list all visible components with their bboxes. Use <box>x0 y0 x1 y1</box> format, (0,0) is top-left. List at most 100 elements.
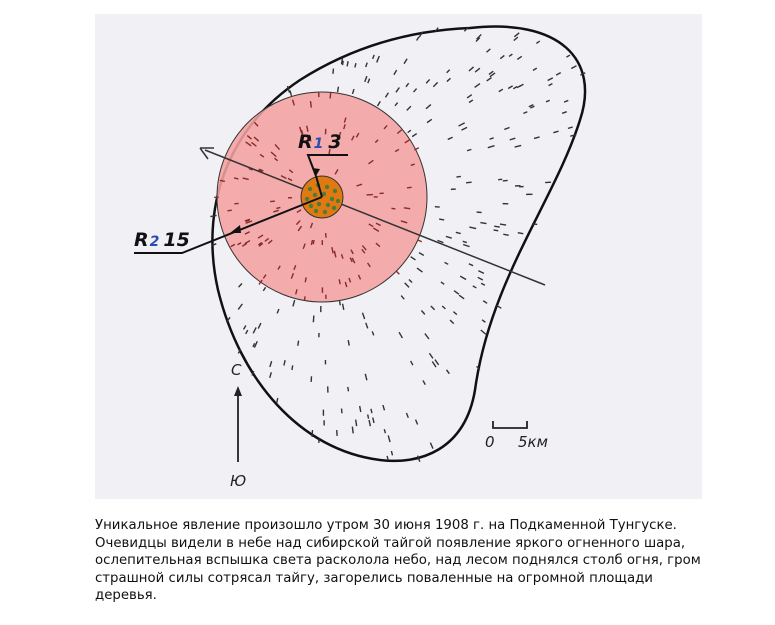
fallen-tree-mark <box>416 455 421 463</box>
fallen-tree-mark <box>309 100 312 108</box>
fallen-tree-mark <box>446 69 451 74</box>
fallen-tree-mark <box>238 283 243 288</box>
fallen-tree-mark <box>489 72 496 78</box>
fallen-tree-mark <box>244 239 251 245</box>
fallen-tree-mark <box>372 54 375 60</box>
fallen-tree-mark <box>227 209 232 212</box>
fallen-tree-mark <box>374 139 379 144</box>
fallen-tree-mark <box>237 242 242 246</box>
fallen-tree-mark <box>358 405 362 413</box>
fallen-tree-mark <box>253 121 259 127</box>
fallen-tree-mark <box>303 296 306 301</box>
epicenter-dot <box>324 184 330 190</box>
fallen-tree-mark <box>258 169 263 173</box>
epicenter-dot <box>313 208 319 214</box>
fallen-tree-mark <box>394 148 400 153</box>
fallen-tree-mark <box>404 282 410 288</box>
fallen-tree-mark <box>535 40 541 44</box>
fallen-tree-mark <box>246 135 252 140</box>
fallen-tree-mark <box>259 153 265 158</box>
fallen-tree-mark <box>517 232 524 235</box>
fallen-tree-mark <box>386 455 389 461</box>
fallen-tree-mark <box>280 175 287 180</box>
fallen-tree-mark <box>417 239 423 243</box>
fallen-tree-mark <box>398 331 404 339</box>
fallen-tree-mark <box>440 281 445 285</box>
fallen-tree-mark <box>355 132 360 138</box>
fallen-tree-mark <box>447 136 453 141</box>
fallen-tree-mark <box>394 102 399 107</box>
fallen-tree-mark <box>462 243 470 248</box>
fallen-tree-mark <box>391 207 396 210</box>
fallen-tree-mark <box>274 144 281 151</box>
fallen-tree-mark <box>250 141 257 147</box>
fallen-tree-mark <box>245 220 253 224</box>
fallen-tree-mark <box>504 126 510 131</box>
fallen-tree-mark <box>412 88 418 93</box>
fallen-tree-mark <box>461 126 468 131</box>
caption-text: Уникальное явление произошло утром 30 ию… <box>95 518 701 603</box>
fallen-tree-mark <box>237 349 242 354</box>
fallen-tree-mark <box>496 304 502 309</box>
fallen-tree-mark <box>343 117 347 123</box>
fallen-tree-mark <box>462 240 468 244</box>
fallen-tree-mark <box>244 231 251 235</box>
fallen-tree-mark <box>364 75 368 83</box>
fallen-tree-mark <box>444 261 449 265</box>
fallen-tree-mark <box>452 311 458 316</box>
fallen-tree-mark <box>420 310 426 315</box>
fallen-tree-mark <box>242 325 247 330</box>
fallen-tree-mark <box>242 177 249 181</box>
fallen-tree-mark <box>387 435 391 443</box>
fallen-tree-mark <box>364 373 368 381</box>
fallen-tree-mark <box>292 299 296 307</box>
fallen-tree-mark <box>258 279 263 285</box>
fallen-tree-mark <box>507 85 513 90</box>
fallen-tree-mark <box>341 303 345 311</box>
fallen-tree-mark <box>304 277 307 283</box>
fallen-tree-mark <box>503 233 509 236</box>
fallen-tree-mark <box>336 86 340 93</box>
fallen-tree-mark <box>347 386 350 392</box>
fallen-tree-mark <box>487 144 495 149</box>
fallen-tree-mark <box>530 105 535 109</box>
fallen-tree-mark <box>296 209 302 214</box>
epicenter-dot <box>316 201 322 207</box>
fallen-tree-mark <box>441 305 446 310</box>
fallen-forest-boundary <box>211 25 587 463</box>
fallen-tree-mark <box>361 312 366 320</box>
fallen-tree-mark <box>513 32 520 38</box>
epicenter-dots <box>304 182 341 215</box>
fallen-tree-mark <box>428 352 434 359</box>
fallen-tree-mark <box>486 76 492 82</box>
fallen-tree-mark <box>382 404 386 411</box>
fallen-tree-mark <box>253 341 258 348</box>
fallen-tree-mark <box>230 243 236 248</box>
fallen-tree-mark <box>563 99 569 103</box>
fallen-tree-mark <box>252 327 257 334</box>
fallen-tree-mark <box>300 129 304 135</box>
fallen-tree-mark <box>273 209 279 213</box>
fallen-tree-mark <box>328 148 331 155</box>
fallen-tree-mark <box>276 308 280 314</box>
fallen-tree-mark <box>480 221 487 225</box>
fallen-tree-mark <box>426 118 433 124</box>
fallen-tree-mark <box>395 87 400 93</box>
fallen-tree-mark <box>468 99 474 104</box>
fallen-tree-mark <box>295 220 301 226</box>
fallen-tree-mark <box>341 60 344 66</box>
fallen-tree-mark <box>302 243 306 250</box>
fallen-tree-mark <box>262 286 267 292</box>
fallen-tree-mark <box>405 82 410 88</box>
epicenter-dot <box>322 209 328 215</box>
fallen-tree-mark <box>405 412 409 418</box>
fallen-tree-mark <box>465 181 472 184</box>
fallen-tree-mark <box>237 303 243 310</box>
trajectory-line <box>204 149 546 286</box>
fallen-tree-mark <box>368 419 372 427</box>
fallen-tree-mark <box>439 218 445 221</box>
fallen-tree-mark <box>393 69 398 76</box>
fallen-tree-mark <box>274 157 279 162</box>
fallen-tree-mark <box>547 77 554 82</box>
fallen-tree-mark <box>286 85 291 93</box>
